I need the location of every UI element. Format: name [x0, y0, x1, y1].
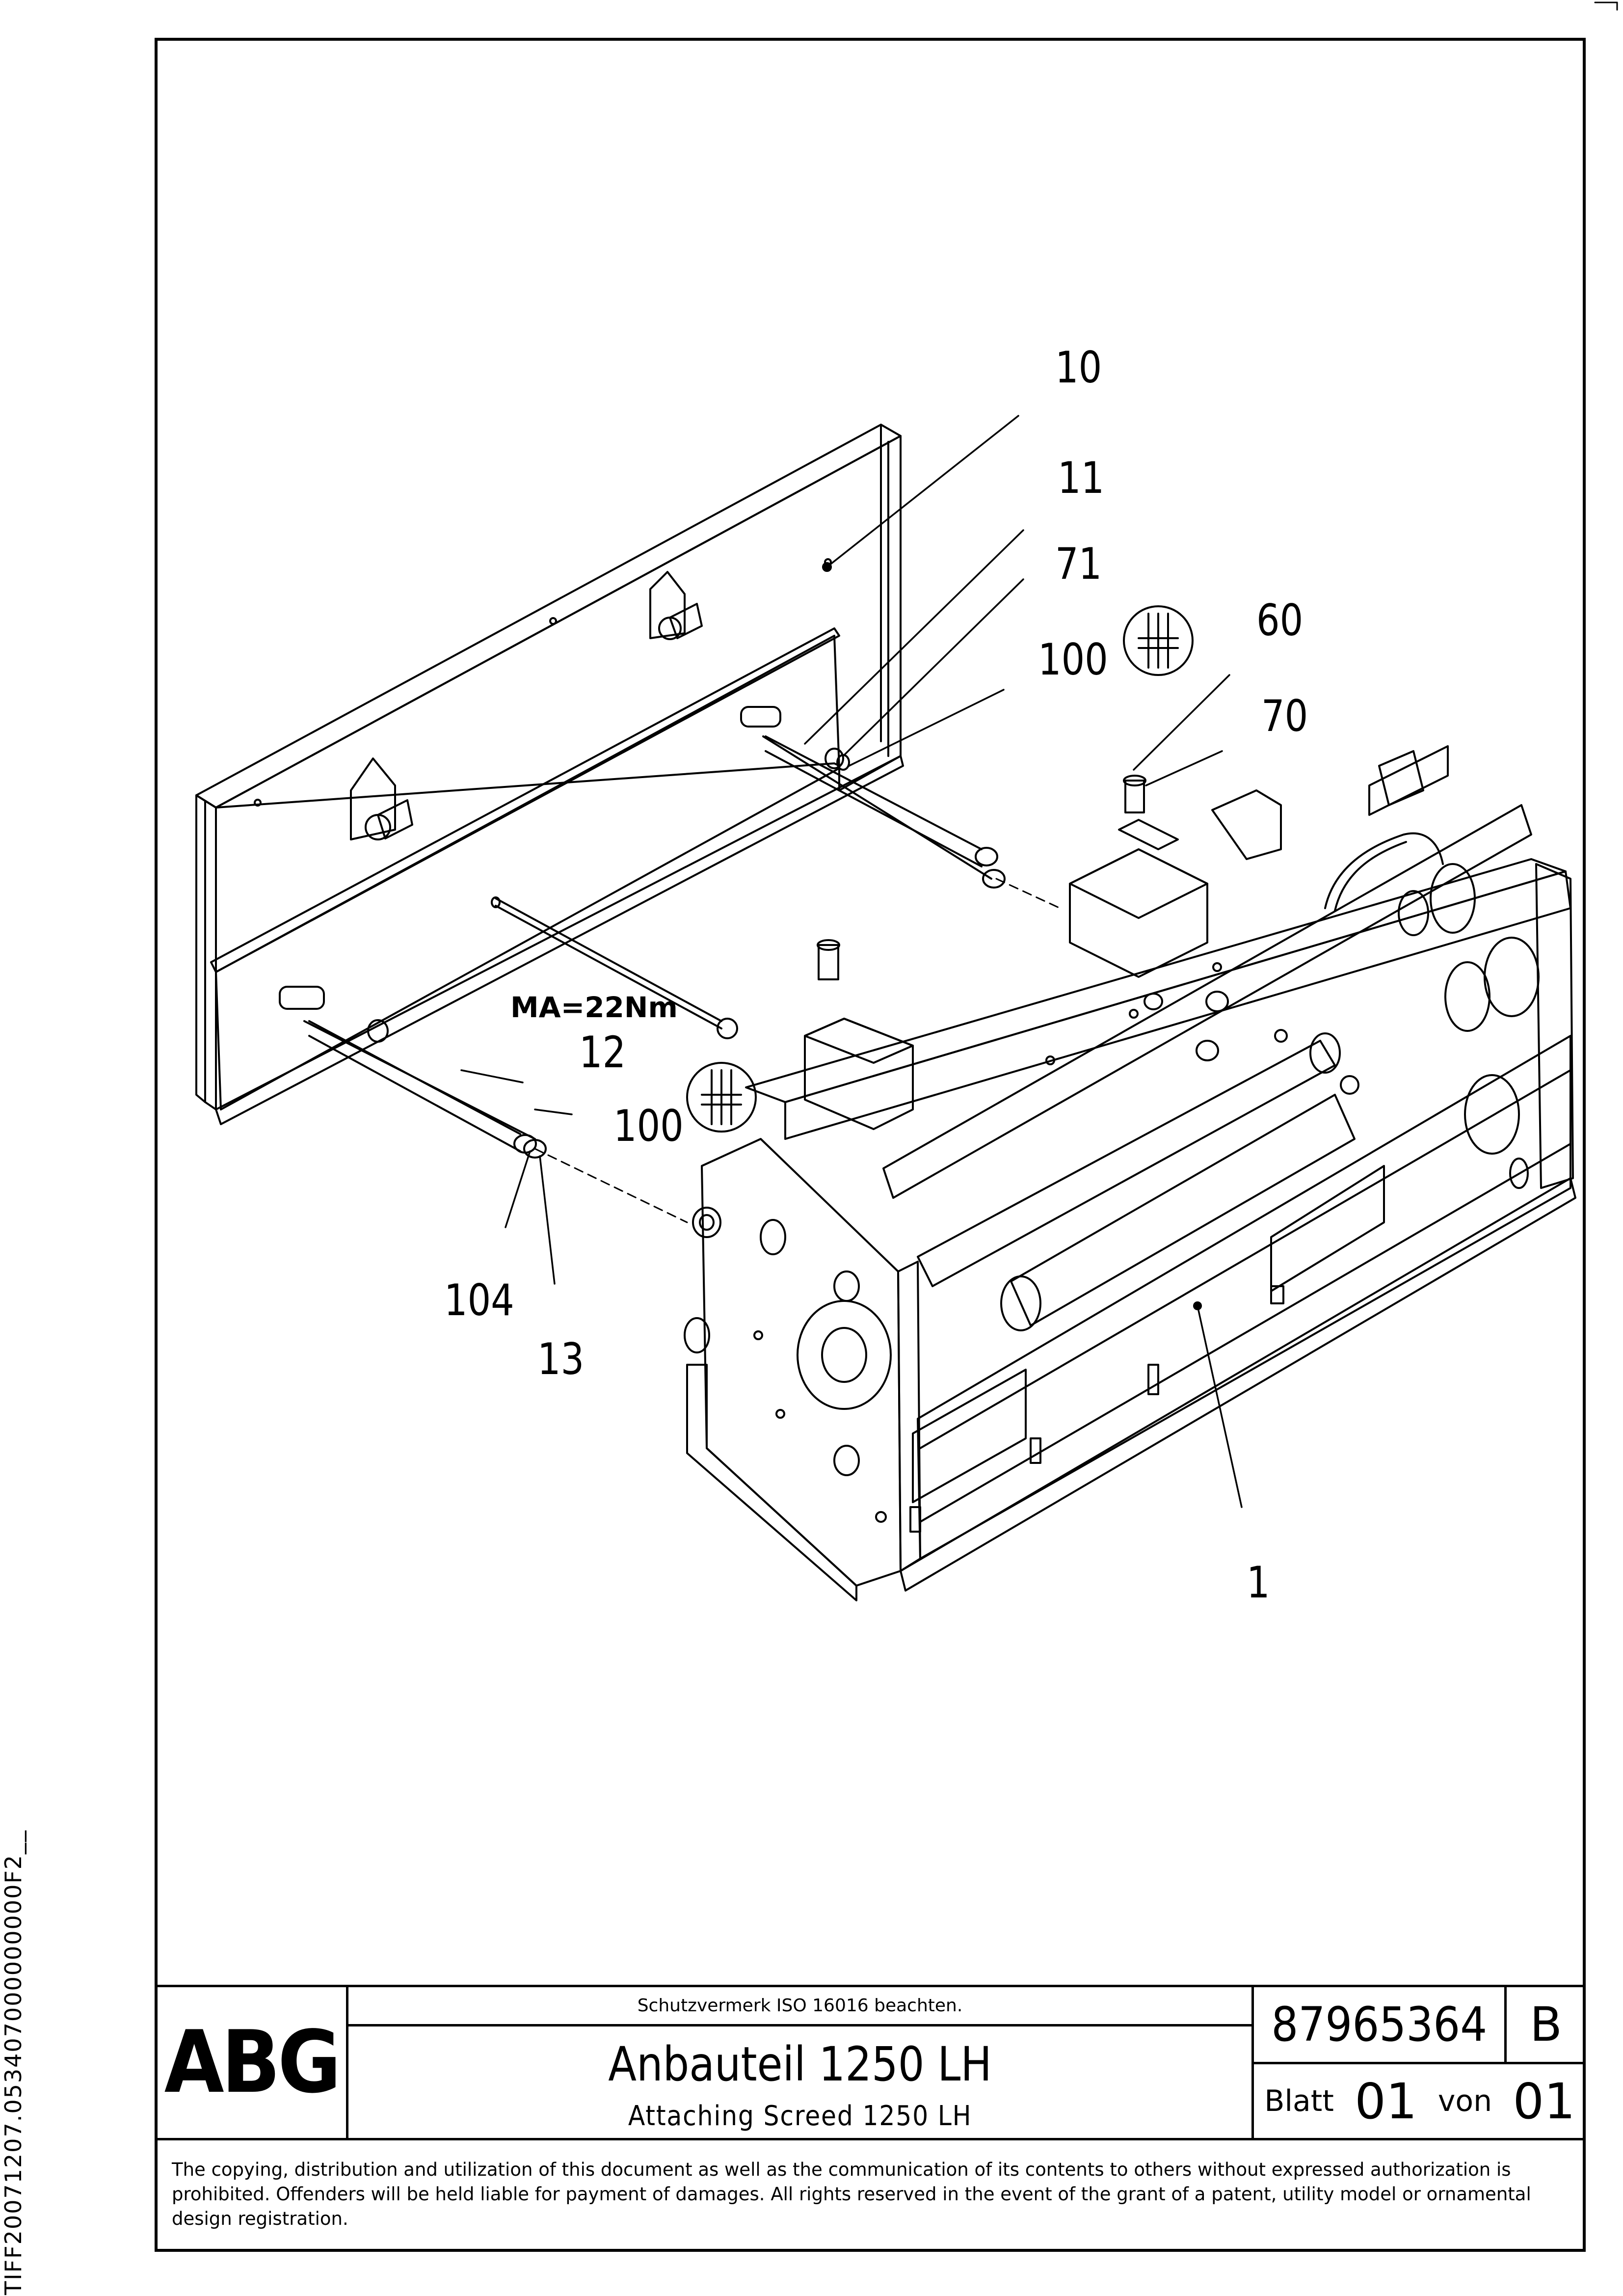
callout-100-upper: 100 [1038, 634, 1108, 685]
mounting-plate [195, 424, 904, 1125]
drawing-frame [155, 38, 1586, 2252]
titleblock-bottom-border [155, 2138, 1586, 2140]
callout-10: 10 [1055, 342, 1102, 393]
leader-lines [460, 415, 1243, 1508]
leader-dot-10 [823, 563, 831, 571]
callout-1: 1 [1247, 1557, 1270, 1608]
side-file-code: TIFF20071207.053407000000000F2__ [0, 1829, 27, 2295]
callout-71: 71 [1055, 539, 1102, 589]
titleblock-divider-logo [346, 1985, 348, 2139]
part-number: 87965364 [1271, 1997, 1487, 2052]
of-label: von [1437, 2084, 1492, 2118]
plate-slot-upper [740, 706, 781, 728]
leader-dot-1 [1193, 1301, 1202, 1310]
thread-locker-symbol-upper [1123, 605, 1194, 676]
revision-letter: B [1530, 1997, 1562, 2052]
callout-12: 12 [579, 1027, 626, 1078]
screed-body [684, 745, 1576, 1601]
plate-slot-lower [279, 986, 325, 1010]
copyright-notice: The copying, distribution and utilizatio… [172, 2159, 1531, 2229]
callout-11: 11 [1058, 453, 1105, 503]
sheet-label: Blatt [1264, 2084, 1334, 2118]
title-english: Attaching Screed 1250 LH [628, 2100, 972, 2132]
titleblock-divider-revision [1504, 1985, 1507, 2063]
titleblock-protection-line [346, 2024, 1253, 2026]
callout-70: 70 [1261, 691, 1308, 741]
protection-note: Schutzvermerk ISO 16016 beachten. [637, 1996, 963, 2016]
callout-13: 13 [537, 1334, 585, 1384]
torque-note: MA=22Nm [510, 991, 678, 1024]
thread-locker-symbol-lower [686, 1062, 757, 1133]
sheet-info: Blatt 01 von 01 [1254, 2064, 1586, 2138]
plate-bracket-upper [649, 571, 703, 640]
titleblock-sheet-line [1251, 2062, 1586, 2064]
long-bolt [491, 896, 738, 1039]
sheet-total: 01 [1513, 2072, 1575, 2130]
plate-bracket-lower [350, 757, 413, 840]
abg-logo: ABG [164, 2013, 341, 2112]
title-german: Anbauteil 1250 LH [608, 2037, 992, 2092]
sheet-number: 01 [1355, 2072, 1417, 2130]
callout-104: 104 [444, 1275, 514, 1325]
assembly-guide-lines [534, 878, 1061, 1223]
tie-rod-upper [762, 735, 1006, 889]
callout-100-lower: 100 [613, 1101, 684, 1151]
callout-60: 60 [1256, 595, 1304, 646]
titleblock-top-border [155, 1985, 1586, 1987]
tie-rod-lower [303, 1019, 547, 1159]
